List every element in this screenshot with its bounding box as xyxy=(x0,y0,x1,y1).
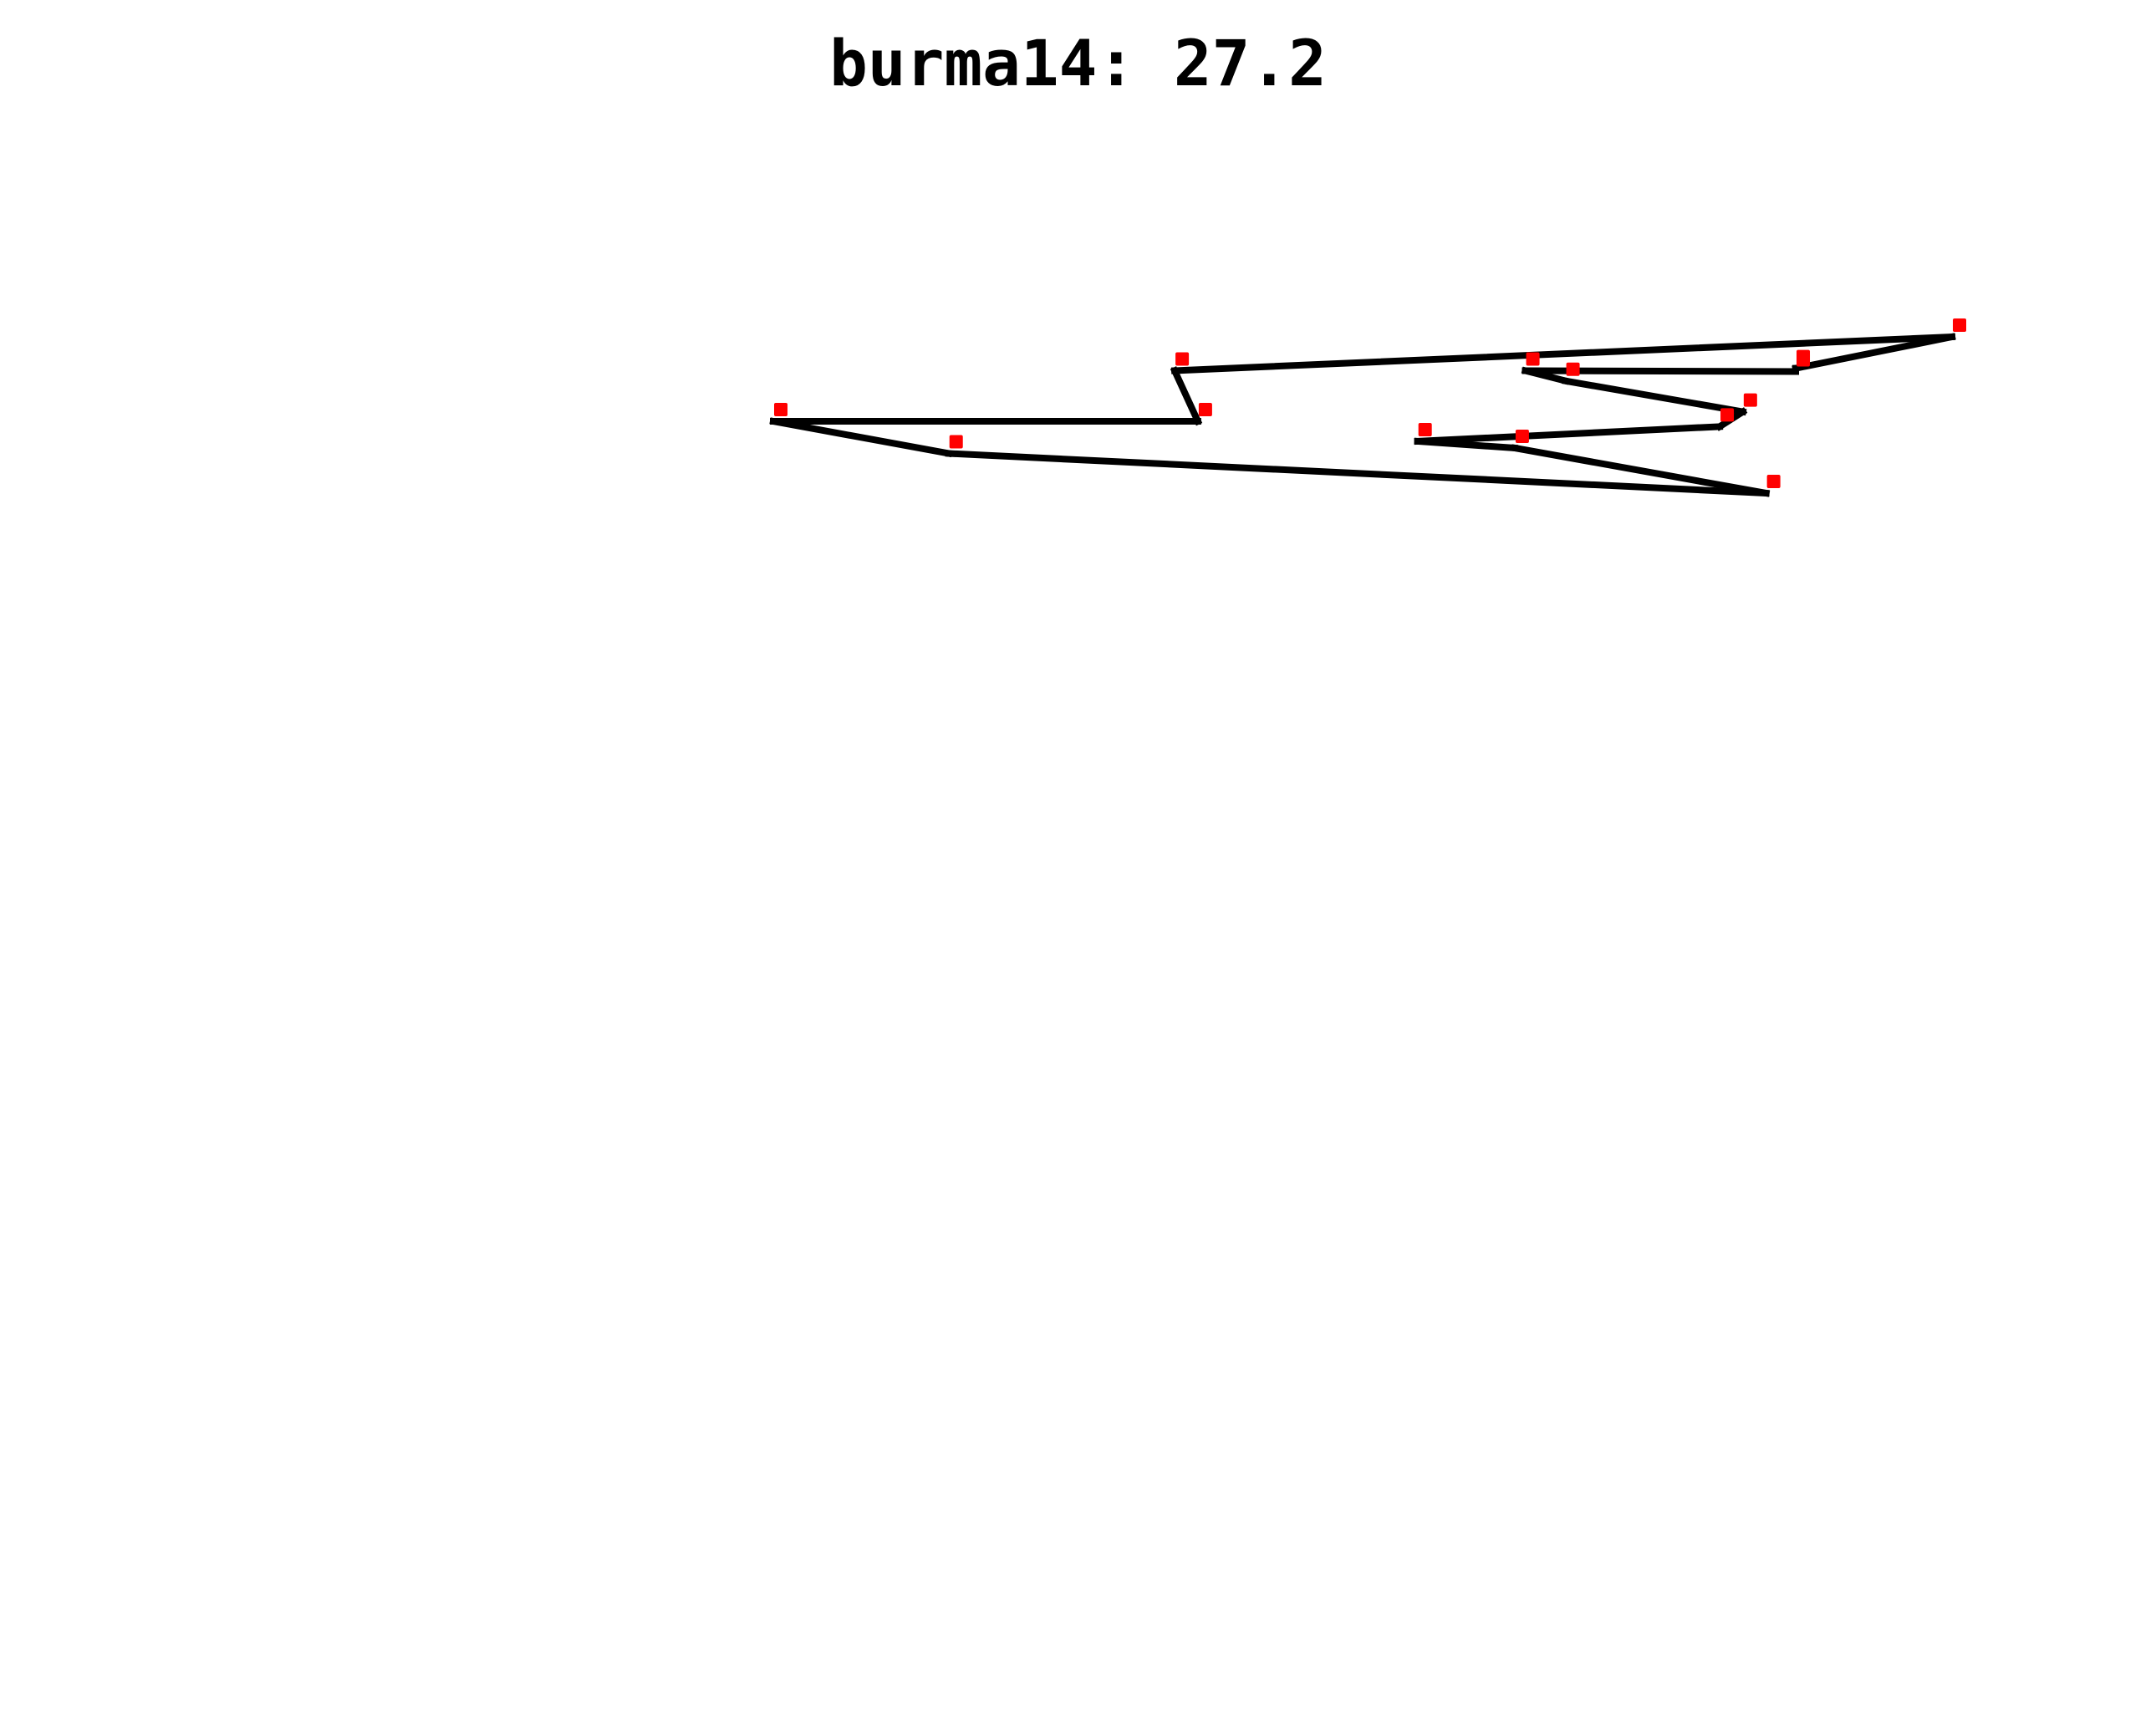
city-point-10 xyxy=(1797,353,1811,367)
city-point-11 xyxy=(1418,422,1432,436)
city-point-13 xyxy=(1198,403,1212,417)
city-point-0 xyxy=(1526,352,1540,366)
route-segment-1 xyxy=(1561,377,1747,416)
city-point-6 xyxy=(1720,408,1735,422)
city-point-3 xyxy=(949,435,963,449)
city-layer xyxy=(774,318,1966,488)
route-layer xyxy=(769,333,1956,497)
route-segment-13 xyxy=(1521,367,1800,375)
route-segment-4 xyxy=(1414,437,1519,452)
route-segment-10 xyxy=(1170,333,1956,374)
city-point-9 xyxy=(1953,318,1966,332)
city-point-7 xyxy=(1566,362,1580,376)
route-segment-7 xyxy=(769,417,953,458)
route-segment-9 xyxy=(1170,366,1203,426)
route-segment-5 xyxy=(1511,444,1771,497)
city-point-4 xyxy=(1766,475,1781,488)
city-point-2 xyxy=(774,403,787,417)
chart-title: burma14: 27.2 xyxy=(829,26,1327,100)
city-point-12 xyxy=(1743,393,1757,407)
city-point-5 xyxy=(1515,429,1529,443)
city-point-1 xyxy=(1175,352,1190,366)
route-segment-6 xyxy=(945,450,1770,497)
route-segment-11 xyxy=(1792,333,1956,373)
route-segment-3 xyxy=(1414,423,1724,446)
